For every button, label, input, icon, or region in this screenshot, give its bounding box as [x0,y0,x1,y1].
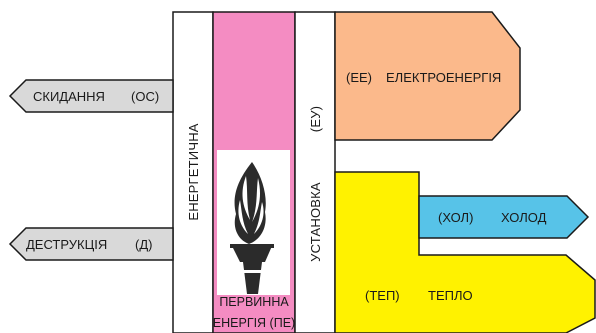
cold-arrow-border [418,195,590,239]
torch-flame-tongue-4 [254,202,264,234]
discharge-label: СКИДАННЯ [33,89,105,104]
cold-abbr: (ХОЛ) [438,210,473,225]
torch-flame-icon [217,150,290,295]
destruction-arrow-border [8,227,174,261]
destruction-label: ДЕСТРУКЦІЯ [26,237,107,252]
heat-label: ТЕПЛО [428,288,473,303]
heat-arrow [335,172,595,333]
installation-word-installation: УСТАНОВКА [308,182,323,262]
torch-rim [230,244,274,248]
electricity-label: ЕЛЕКТРОЕНЕРГІЯ [386,70,501,85]
installation-word-energetic: ЕНЕРГЕТИЧНА [186,123,201,220]
destruction-abbr: (Д) [135,237,152,252]
heat-abbr: (ТЕП) [365,288,400,303]
installation-abbr: (ЕУ) [308,106,323,132]
destruction-arrow [10,228,173,260]
primary-energy-line2: ЕНЕРГІЯ (ПЕ) [213,316,295,330]
torch-handle-band [241,270,263,273]
installation-left-column [172,11,214,333]
discharge-arrow-border [8,79,174,113]
electricity-arrow-border [334,11,521,141]
electricity-abbr: (ЕЕ) [346,70,372,85]
torch-cup [232,246,272,262]
electricity-arrow [335,12,520,140]
cold-arrow [419,196,588,238]
primary-energy-line1: ПЕРВИННА [219,295,289,309]
torch-flame-tongue-1 [242,176,250,220]
cold-label: ХОЛОД [501,210,547,225]
installation-right-column [294,11,336,333]
discharge-abbr: (ОС) [131,89,159,104]
discharge-arrow [10,80,173,112]
torch-flame-tongue-2 [252,178,260,222]
torch-flame-tongue-3 [238,200,248,234]
